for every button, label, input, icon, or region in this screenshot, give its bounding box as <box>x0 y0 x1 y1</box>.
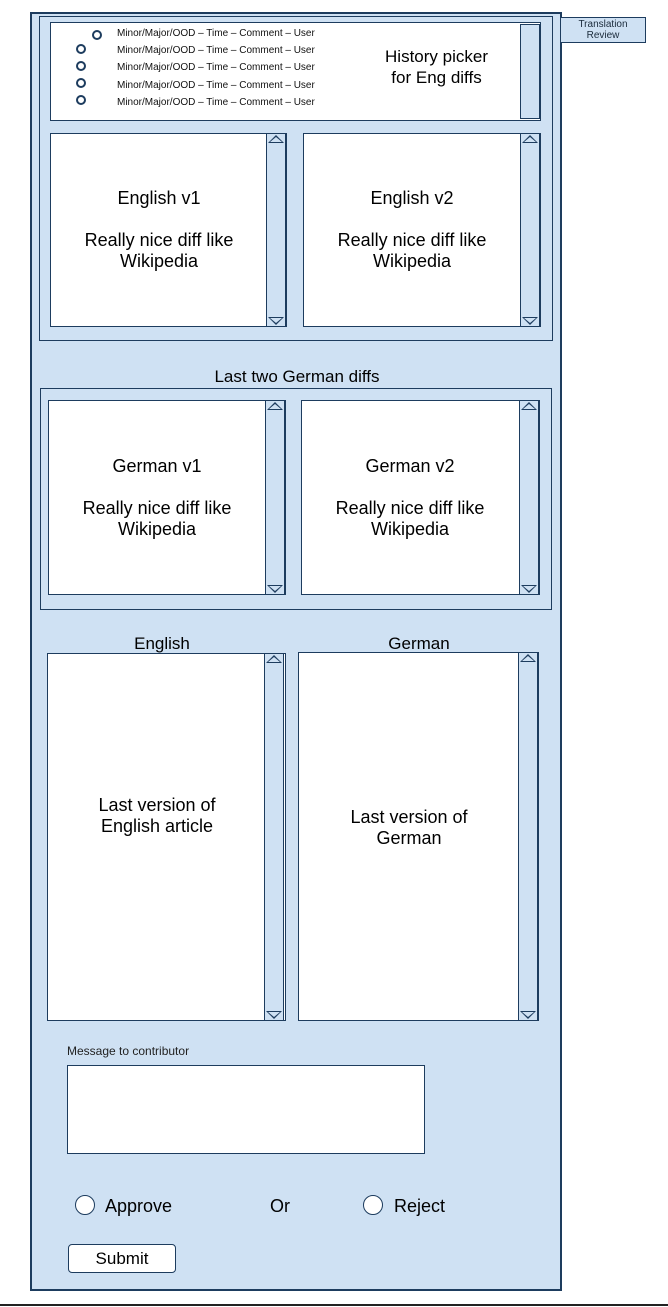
english-v2-line1: Really nice diff like <box>337 230 487 250</box>
history-row-4: Minor/Major/OOD – Time – Comment – User <box>117 80 315 91</box>
german-v1-scrollbar[interactable] <box>265 400 285 595</box>
scroll-down-icon[interactable] <box>268 317 284 325</box>
german-diffs-heading: Last two German diffs <box>214 367 380 386</box>
german-v2-line2: Wikipedia <box>370 519 450 539</box>
scroll-up-icon[interactable] <box>268 135 284 143</box>
scroll-down-icon[interactable] <box>522 317 538 325</box>
history-label-line2: for Eng diffs <box>391 68 482 87</box>
reject-radio[interactable] <box>363 1195 383 1215</box>
history-radio-4[interactable] <box>76 78 86 88</box>
english-article-panel <box>47 653 286 1021</box>
english-v1-scrollbar[interactable] <box>266 133 286 327</box>
message-input[interactable] <box>67 1065 425 1154</box>
english-heading: English <box>134 634 190 653</box>
german-v1-panel <box>48 400 286 595</box>
approve-label: Approve <box>105 1196 173 1216</box>
scroll-down-icon[interactable] <box>521 585 537 593</box>
german-article-panel <box>298 652 539 1021</box>
english-v1-panel <box>50 133 287 327</box>
scroll-up-icon[interactable] <box>521 402 537 410</box>
scroll-up-icon[interactable] <box>266 655 282 663</box>
english-v2-text: English v2 Really nice diff like Wikiped… <box>305 188 519 272</box>
german-heading: German <box>388 634 450 653</box>
history-row-1: Minor/Major/OOD – Time – Comment – User <box>117 28 315 39</box>
english-v1-line1: Really nice diff like <box>84 230 234 250</box>
scroll-down-icon[interactable] <box>267 585 283 593</box>
scroll-up-icon[interactable] <box>267 402 283 410</box>
german-v2-line1: Really nice diff like <box>335 498 485 518</box>
english-article-line1: Last version of <box>98 795 216 815</box>
history-radio-5[interactable] <box>76 95 86 105</box>
history-row-3: Minor/Major/OOD – Time – Comment – User <box>117 62 315 73</box>
or-label: Or <box>270 1196 290 1216</box>
german-v1-line1: Really nice diff like <box>82 498 232 518</box>
english-v2-line2: Wikipedia <box>372 251 452 271</box>
german-article-text: Last version of German <box>300 807 518 849</box>
bottom-divider <box>0 1304 668 1306</box>
reject-label: Reject <box>394 1196 446 1216</box>
english-article-scrollbar[interactable] <box>264 653 284 1021</box>
scroll-up-icon[interactable] <box>522 135 538 143</box>
history-picker-label: History picker for Eng diffs <box>364 46 509 88</box>
history-row-5: Minor/Major/OOD – Time – Comment – User <box>117 97 315 108</box>
message-label: Message to contributor <box>67 1044 190 1058</box>
german-v2-title: German v2 <box>365 456 455 476</box>
english-article-line2: English article <box>100 816 214 836</box>
english-v2-scrollbar[interactable] <box>520 133 540 327</box>
history-radio-2[interactable] <box>76 44 86 54</box>
german-v2-panel <box>301 400 540 595</box>
english-article-text: Last version of English article <box>49 795 265 837</box>
english-v1-line2: Wikipedia <box>119 251 199 271</box>
history-label-line1: History picker <box>385 47 488 66</box>
german-v1-title: German v1 <box>112 456 202 476</box>
german-article-line2: German <box>376 828 442 848</box>
german-v1-text: German v1 Really nice diff like Wikipedi… <box>50 456 264 540</box>
english-v1-title: English v1 <box>117 188 201 208</box>
english-v2-panel <box>303 133 541 327</box>
scroll-down-icon[interactable] <box>266 1011 282 1019</box>
english-v1-text: English v1 Really nice diff like Wikiped… <box>52 188 266 272</box>
english-v2-title: English v2 <box>370 188 454 208</box>
german-article-scrollbar[interactable] <box>518 652 538 1021</box>
german-article-line1: Last version of <box>350 807 468 827</box>
translation-review-tab[interactable]: Translation Review <box>560 17 646 43</box>
history-scrollbar[interactable] <box>520 24 540 119</box>
scroll-up-icon[interactable] <box>520 654 536 662</box>
history-row-2: Minor/Major/OOD – Time – Comment – User <box>117 45 315 56</box>
history-radio-3[interactable] <box>76 61 86 71</box>
submit-button[interactable]: Submit <box>68 1244 176 1273</box>
approve-radio[interactable] <box>75 1195 95 1215</box>
german-v1-line2: Wikipedia <box>117 519 197 539</box>
german-v2-scrollbar[interactable] <box>519 400 539 595</box>
history-radio-1[interactable] <box>92 30 102 40</box>
history-picker <box>50 22 541 121</box>
german-v2-text: German v2 Really nice diff like Wikipedi… <box>303 456 517 540</box>
scroll-down-icon[interactable] <box>520 1011 536 1019</box>
